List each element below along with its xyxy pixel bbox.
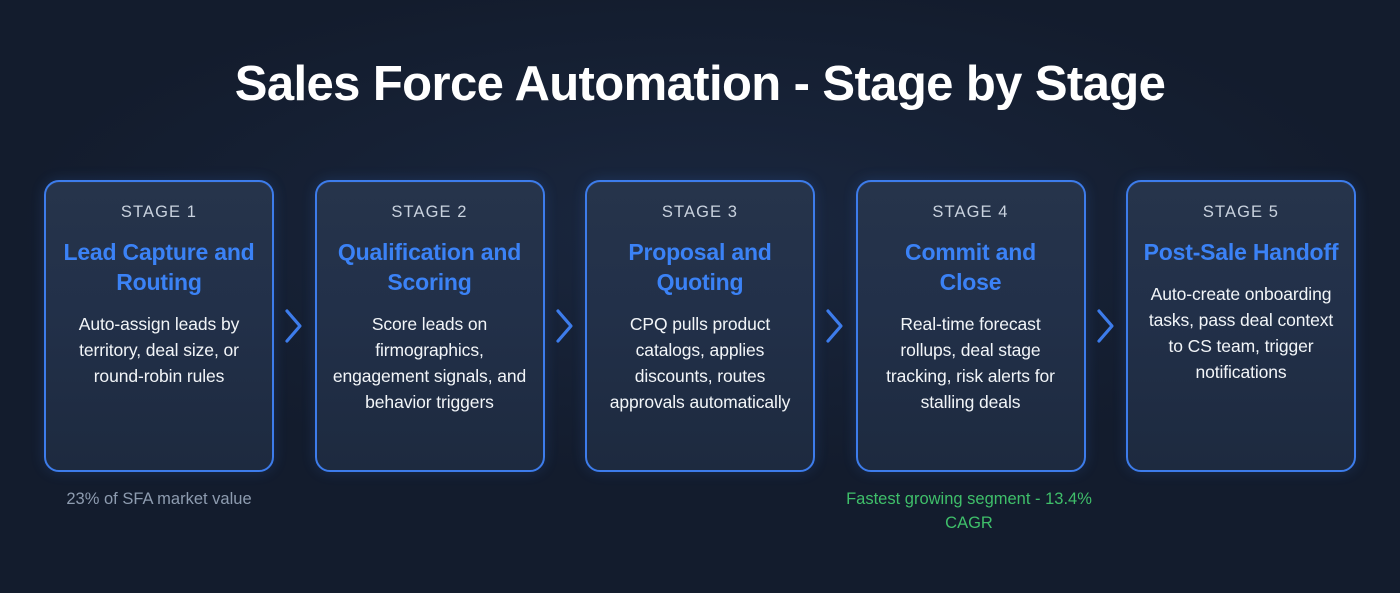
stage-card-4[interactable]: STAGE 4 Commit and Close Real-time forec… <box>855 180 1086 472</box>
connector-1-2 <box>274 180 315 472</box>
chevron-right-icon <box>1097 309 1114 343</box>
stage-description-3: CPQ pulls product catalogs, applies disc… <box>609 314 791 413</box>
stage-title-4: Commit and Close <box>905 238 1036 295</box>
chevron-right-icon <box>285 309 302 343</box>
stage-description-1: Auto-assign leads by territory, deal siz… <box>78 314 240 387</box>
chevron-right-icon <box>826 309 843 343</box>
chevron-right-icon <box>556 309 573 343</box>
stage-flow: STAGE 1 Lead Capture and Routing Auto-as… <box>44 180 1356 472</box>
page-title: Sales Force Automation - Stage by Stage <box>234 57 1166 111</box>
stage-title-5: Post-Sale Handoff <box>1143 238 1339 265</box>
stage-4-footnote: Fastest growing segment - 13.4% CAGR <box>846 490 1092 532</box>
stage-label-2: STAGE 2 <box>391 203 468 221</box>
stage-description-2: Score leads on firmographics, engagement… <box>332 314 527 413</box>
stage-label-5: STAGE 5 <box>1202 203 1280 221</box>
stage-description-4: Real-time forecast rollups, deal stage t… <box>886 314 1055 413</box>
stage-card-1[interactable]: STAGE 1 Lead Capture and Routing Auto-as… <box>44 180 274 472</box>
stage-card-3[interactable]: STAGE 3 Proposal and Quoting CPQ pulls p… <box>585 180 815 472</box>
connector-4-5 <box>1086 180 1127 472</box>
stage-label-1: STAGE 1 <box>120 203 198 221</box>
connector-3-4 <box>815 180 856 472</box>
stage-title-2: Qualification and Scoring <box>337 238 522 295</box>
stage-1-footnote: 23% of SFA market value <box>66 490 252 508</box>
stage-card-2[interactable]: STAGE 2 Qualification and Scoring Score … <box>314 180 545 472</box>
stage-title-1: Lead Capture and Routing <box>63 238 255 295</box>
connector-2-3 <box>545 180 586 472</box>
stage-label-3: STAGE 3 <box>661 203 739 221</box>
stage-title-3: Proposal and Quoting <box>628 238 772 295</box>
stage-label-4: STAGE 4 <box>932 203 1009 221</box>
stage-description-5: Auto-create onboarding tasks, pass deal … <box>1148 283 1334 383</box>
stage-card-5[interactable]: STAGE 5 Post-Sale Handoff Auto-create on… <box>1126 180 1356 472</box>
